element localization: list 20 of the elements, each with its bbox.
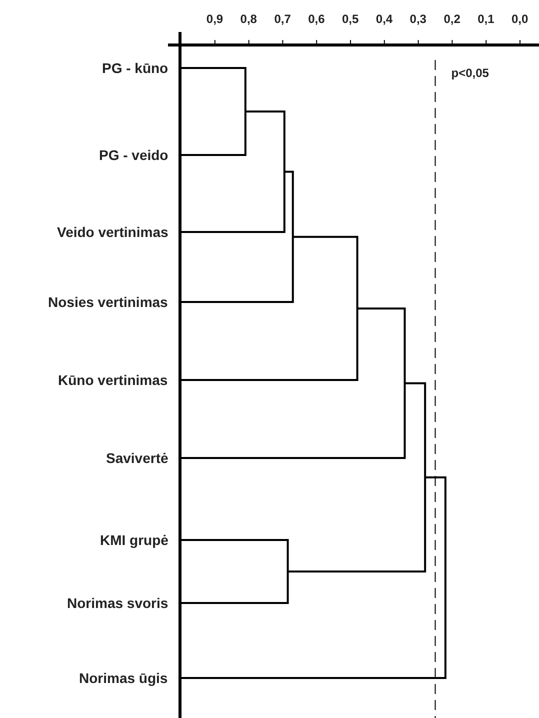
tick-label: 0,5 — [342, 12, 359, 26]
tick-label: 0,1 — [478, 12, 494, 26]
tick-label: 0,4 — [376, 12, 393, 26]
variable-label: PG - kūno — [102, 60, 168, 76]
tick-label: 0,0 — [512, 12, 528, 26]
variable-label: Norimas ūgis — [79, 670, 168, 686]
variable-label: Kūno vertinimas — [58, 372, 168, 388]
variable-label: Veido vertinimas — [57, 224, 168, 240]
variable-label: Nosies vertinimas — [48, 294, 168, 310]
variable-label: KMI grupė — [100, 532, 168, 548]
tick-label: 0,2 — [444, 12, 460, 26]
variable-label: Norimas svoris — [67, 595, 168, 611]
tick-label: 0,9 — [206, 12, 224, 26]
significance-label: p<0,05 — [451, 66, 489, 80]
variable-label: PG - veido — [99, 147, 168, 163]
tick-label: 0,8 — [240, 12, 257, 26]
tick-label: 0,6 — [308, 12, 325, 26]
variable-label: Savivertė — [106, 450, 168, 466]
tick-label: 0,7 — [274, 12, 291, 26]
tick-label: 0,3 — [410, 12, 426, 26]
